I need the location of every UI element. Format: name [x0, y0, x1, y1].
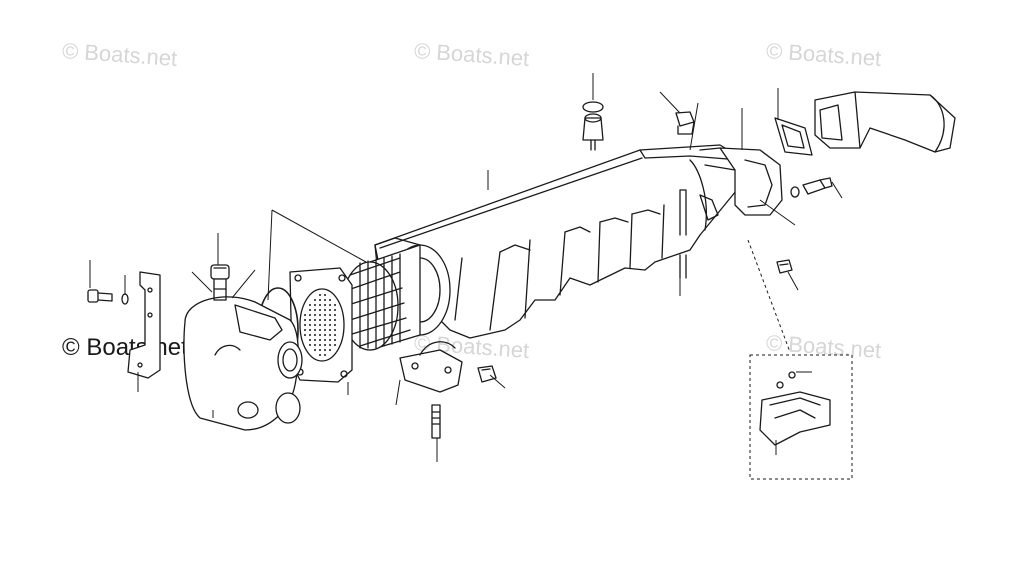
perforation-dot: [314, 314, 316, 316]
perforation-dot: [309, 334, 311, 336]
end-cover: [183, 296, 303, 431]
perforation-dot: [324, 329, 326, 331]
perforation-dot: [329, 349, 331, 351]
exhaust-manifold: [374, 144, 783, 339]
perforation-dot: [334, 339, 336, 341]
perforation-dot: [334, 344, 336, 346]
detail-box: [749, 354, 853, 480]
perforation-dot: [319, 324, 321, 326]
perforation-dot: [319, 334, 321, 336]
perforation-dot: [309, 329, 311, 331]
perforation-dot: [319, 294, 321, 296]
perforation-dot: [304, 314, 306, 316]
perforation-dot: [319, 314, 321, 316]
perforation-dot: [324, 354, 326, 356]
nut-right: [776, 259, 793, 274]
lower-flange: [399, 341, 463, 393]
perforation-dot: [324, 294, 326, 296]
perforation-dot: [309, 344, 311, 346]
perforation-dot: [329, 299, 331, 301]
perforation-dot: [304, 334, 306, 336]
perforation-dot: [329, 344, 331, 346]
perforation-dot: [304, 329, 306, 331]
perforation-dot: [319, 319, 321, 321]
perforation-dot: [329, 309, 331, 311]
exhaust-elbow: [814, 91, 956, 153]
perforation-dot: [314, 309, 316, 311]
perforation-dot: [319, 339, 321, 341]
perforation-dot: [329, 324, 331, 326]
leader-lines: [89, 73, 843, 462]
perforation-dot: [324, 349, 326, 351]
perforation-dot: [309, 304, 311, 306]
perforation-dot: [334, 314, 336, 316]
perforation-dot: [329, 339, 331, 341]
perforation-dot: [329, 314, 331, 316]
perforation-dot: [319, 354, 321, 356]
perforation-dot: [324, 314, 326, 316]
cooler-core: [341, 244, 451, 351]
nut-lower: [477, 365, 497, 383]
perforation-dot: [304, 319, 306, 321]
perforation-dot: [314, 319, 316, 321]
perforation-dot: [324, 324, 326, 326]
nut-top: [675, 111, 695, 135]
perforation-dot: [314, 334, 316, 336]
perforation-dot: [334, 324, 336, 326]
perforation-dot: [314, 299, 316, 301]
perforation-dot: [319, 304, 321, 306]
perforation-dot: [324, 344, 326, 346]
drain-plug: [210, 264, 230, 301]
perforation-dot: [329, 319, 331, 321]
perforation-pattern: [304, 294, 336, 356]
bolt-right: [790, 177, 833, 198]
perforation-dot: [324, 309, 326, 311]
outlet-gasket: [774, 117, 813, 156]
perforation-dot: [334, 309, 336, 311]
perforation-dot: [319, 299, 321, 301]
perforation-dot: [314, 344, 316, 346]
perforation-dot: [324, 339, 326, 341]
perforation-dot: [309, 309, 311, 311]
perforation-dot: [319, 329, 321, 331]
perforation-dot: [304, 324, 306, 326]
perforation-dot: [314, 324, 316, 326]
rubber-mount: [582, 101, 604, 151]
perforation-dot: [334, 304, 336, 306]
perforation-dot: [314, 304, 316, 306]
watermark-left-bold: © Boats.net: [62, 334, 188, 361]
perforation-dot: [334, 329, 336, 331]
perforation-dot: [314, 339, 316, 341]
perforation-dot: [329, 329, 331, 331]
perforation-dot: [319, 349, 321, 351]
perforation-dot: [319, 344, 321, 346]
perforation-dot: [309, 314, 311, 316]
perforation-dot: [334, 334, 336, 336]
bolt-left: [87, 289, 129, 305]
perforation-dot: [329, 334, 331, 336]
perforation-dot: [334, 319, 336, 321]
perforation-dot: [314, 329, 316, 331]
perforation-dot: [309, 324, 311, 326]
perforation-dot: [324, 299, 326, 301]
perforation-dot: [319, 309, 321, 311]
perforation-dot: [309, 339, 311, 341]
mounting-bracket: [127, 271, 161, 379]
stud-lower: [431, 404, 441, 439]
perforation-dot: [309, 319, 311, 321]
detail-leader: [747, 239, 791, 353]
perforation-dot: [324, 319, 326, 321]
perforation-dot: [324, 334, 326, 336]
perforation-dot: [324, 304, 326, 306]
perforation-dot: [314, 349, 316, 351]
end-plate: [289, 267, 353, 383]
perforation-dot: [329, 304, 331, 306]
